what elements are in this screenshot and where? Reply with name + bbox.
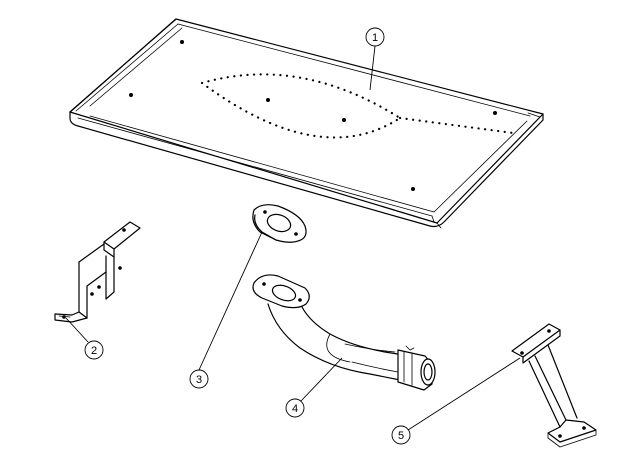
callout-1-label: 1: [372, 32, 378, 44]
part-2-bracket: [54, 221, 141, 323]
callout-2: 2: [65, 317, 104, 360]
callout-5-label: 5: [398, 430, 404, 442]
part-4-burner-tube: [252, 274, 436, 391]
callout-3: 3: [189, 231, 263, 389]
callout-3-label: 3: [196, 374, 202, 386]
callout-4: 4: [285, 357, 343, 418]
part-1-top-plate: [69, 18, 544, 229]
part-5-support-bracket: [511, 323, 597, 448]
callout-4-label: 4: [292, 403, 298, 415]
part-3-gasket: [252, 204, 307, 243]
callout-1: 1: [365, 27, 385, 91]
callout-2-label: 2: [91, 345, 97, 357]
callout-5: 5: [391, 357, 521, 445]
